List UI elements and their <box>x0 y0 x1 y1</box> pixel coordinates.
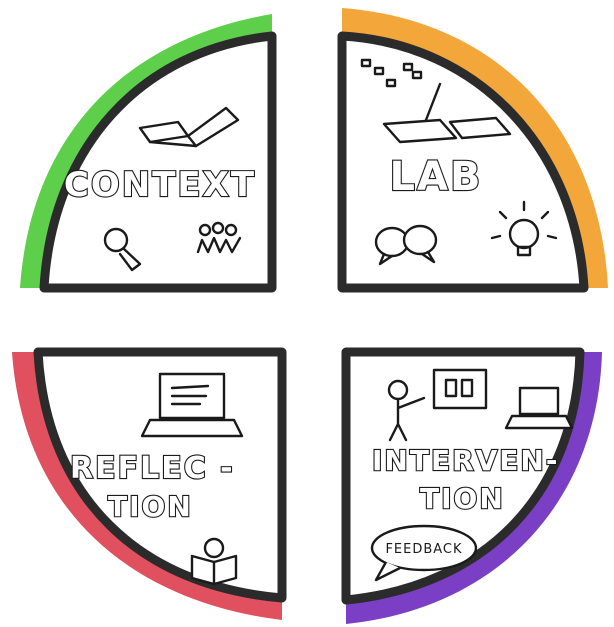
board-icon <box>432 368 488 410</box>
reflection-title-line2: TION <box>108 490 193 523</box>
context-title: CONTEXT <box>64 165 256 205</box>
sticky-notes-icon <box>360 58 423 88</box>
laptop-icon <box>140 372 244 438</box>
person-presenting-icon <box>387 379 426 442</box>
lightbulb-icon <box>490 200 558 257</box>
quadrant-lab: LAB <box>337 8 608 293</box>
lab-title: LAB <box>390 154 483 200</box>
feedback-label: FEEDBACK <box>385 542 462 557</box>
intervention-title-line1: INTERVEN- <box>372 444 560 477</box>
laptop-icon <box>504 386 574 430</box>
intervention-title-line2: TION <box>420 482 505 515</box>
quadrant-reflection: REFLEC - TION <box>12 347 287 620</box>
quadrant-context: CONTEXT <box>20 14 277 293</box>
open-book-icon <box>138 106 240 148</box>
speech-bubbles-icon <box>374 224 438 266</box>
feedback-bubble-icon: FEEDBACK <box>370 524 478 582</box>
person-reading-icon <box>190 537 238 586</box>
group-of-people-icon <box>196 221 242 254</box>
reflection-title-line1: REFLEC - <box>70 451 235 486</box>
context-panel <box>39 31 277 293</box>
magnifying-glass-icon <box>103 227 142 272</box>
quadrant-intervention: INTERVEN- TION FEEDBACK <box>341 347 602 624</box>
paper-and-pencil-icon <box>382 82 512 144</box>
